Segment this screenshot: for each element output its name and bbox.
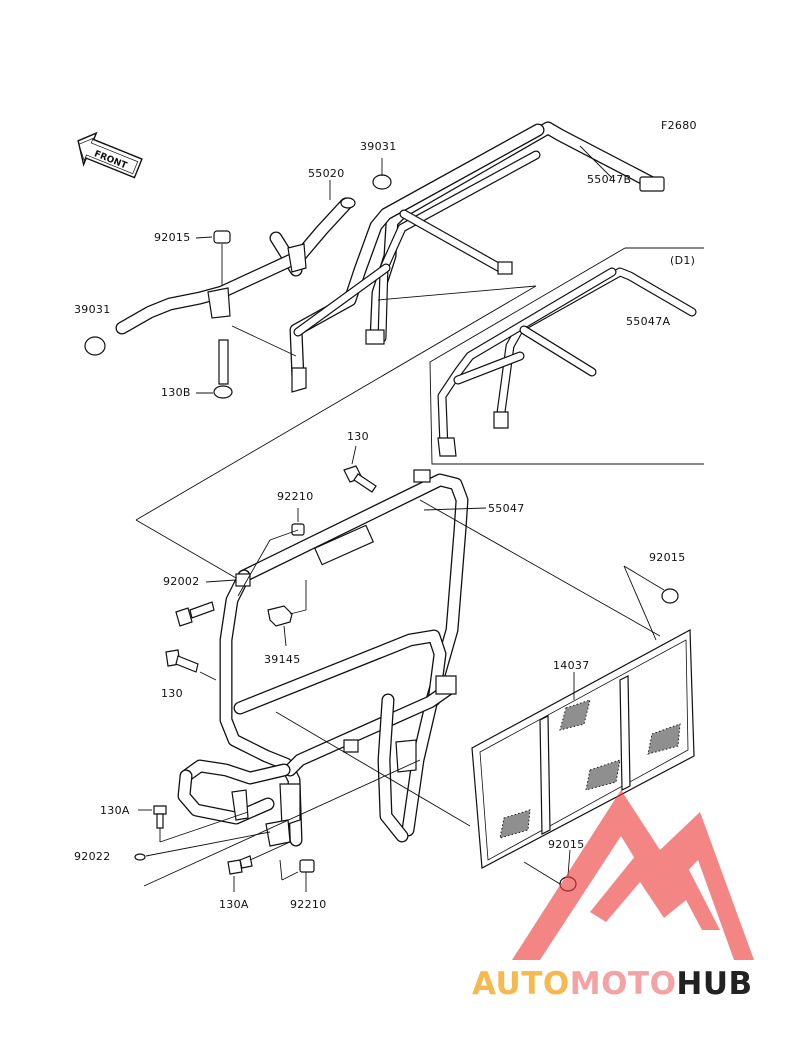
callout-92002: 92002 [163,575,200,588]
nut-92015-right [661,588,679,604]
callout-92015-bottom: 92015 [548,838,585,851]
callout-39145: 39145 [264,653,301,666]
callout-92015-top: 92015 [154,231,191,244]
callout-14037: 14037 [553,659,590,672]
callout-39031-top: 39031 [360,140,397,153]
callout-92022: 92022 [74,850,111,863]
callout-39031-left: 39031 [74,303,111,316]
figure-code: F2680 [661,119,697,132]
watermark-part2: MOTO [570,966,677,1002]
grip-cap-left [84,336,106,356]
watermark-part1: AUTO [472,966,570,1002]
variant-box: (D1) [429,247,704,465]
bolt-130A-left [153,805,167,829]
bolt-130-left [165,649,199,673]
callout-130A-left: 130A [100,804,130,817]
nut-92210-top [291,523,305,536]
callout-55047B: 55047B [587,173,631,186]
mesh-panel [471,629,695,869]
callout-55047: 55047 [488,502,525,515]
watermark-part3: HUB [676,966,752,1002]
nut-92210-bottom [299,859,315,873]
washer-130B [213,385,233,399]
callout-92015-right: 92015 [649,551,686,564]
handle-bar [115,197,356,335]
callout-55020: 55020 [308,167,345,180]
bolt-130-top [343,465,377,493]
callout-130-top: 130 [347,430,369,443]
upper-cage-frame [269,121,665,393]
clip-39145 [267,605,293,627]
bolt-130B [218,339,229,385]
front-arrow-icon: FRONT [77,131,143,179]
callout-130-left: 130 [161,687,183,700]
callout-130B: 130B [161,386,191,399]
callout-55047A: 55047A [626,315,670,328]
svg-text:AUTOMOTOHUB: AUTOMOTOHUB [472,966,753,1002]
bolt-130A-bottom [227,855,253,875]
washer-92022 [134,853,146,861]
variant-tag: (D1) [670,254,695,267]
watermark-logo-icon [512,790,754,960]
nut-92015-top [213,230,231,244]
main-frame [177,469,469,847]
watermark-text: AUTOMOTOHUB [472,966,753,1002]
grip-cap-top [372,174,392,190]
bolt-92002 [175,601,215,627]
callout-92210-top: 92210 [277,490,314,503]
callout-130A-bottom: 130A [219,898,249,911]
callout-92210-bottom: 92210 [290,898,327,911]
